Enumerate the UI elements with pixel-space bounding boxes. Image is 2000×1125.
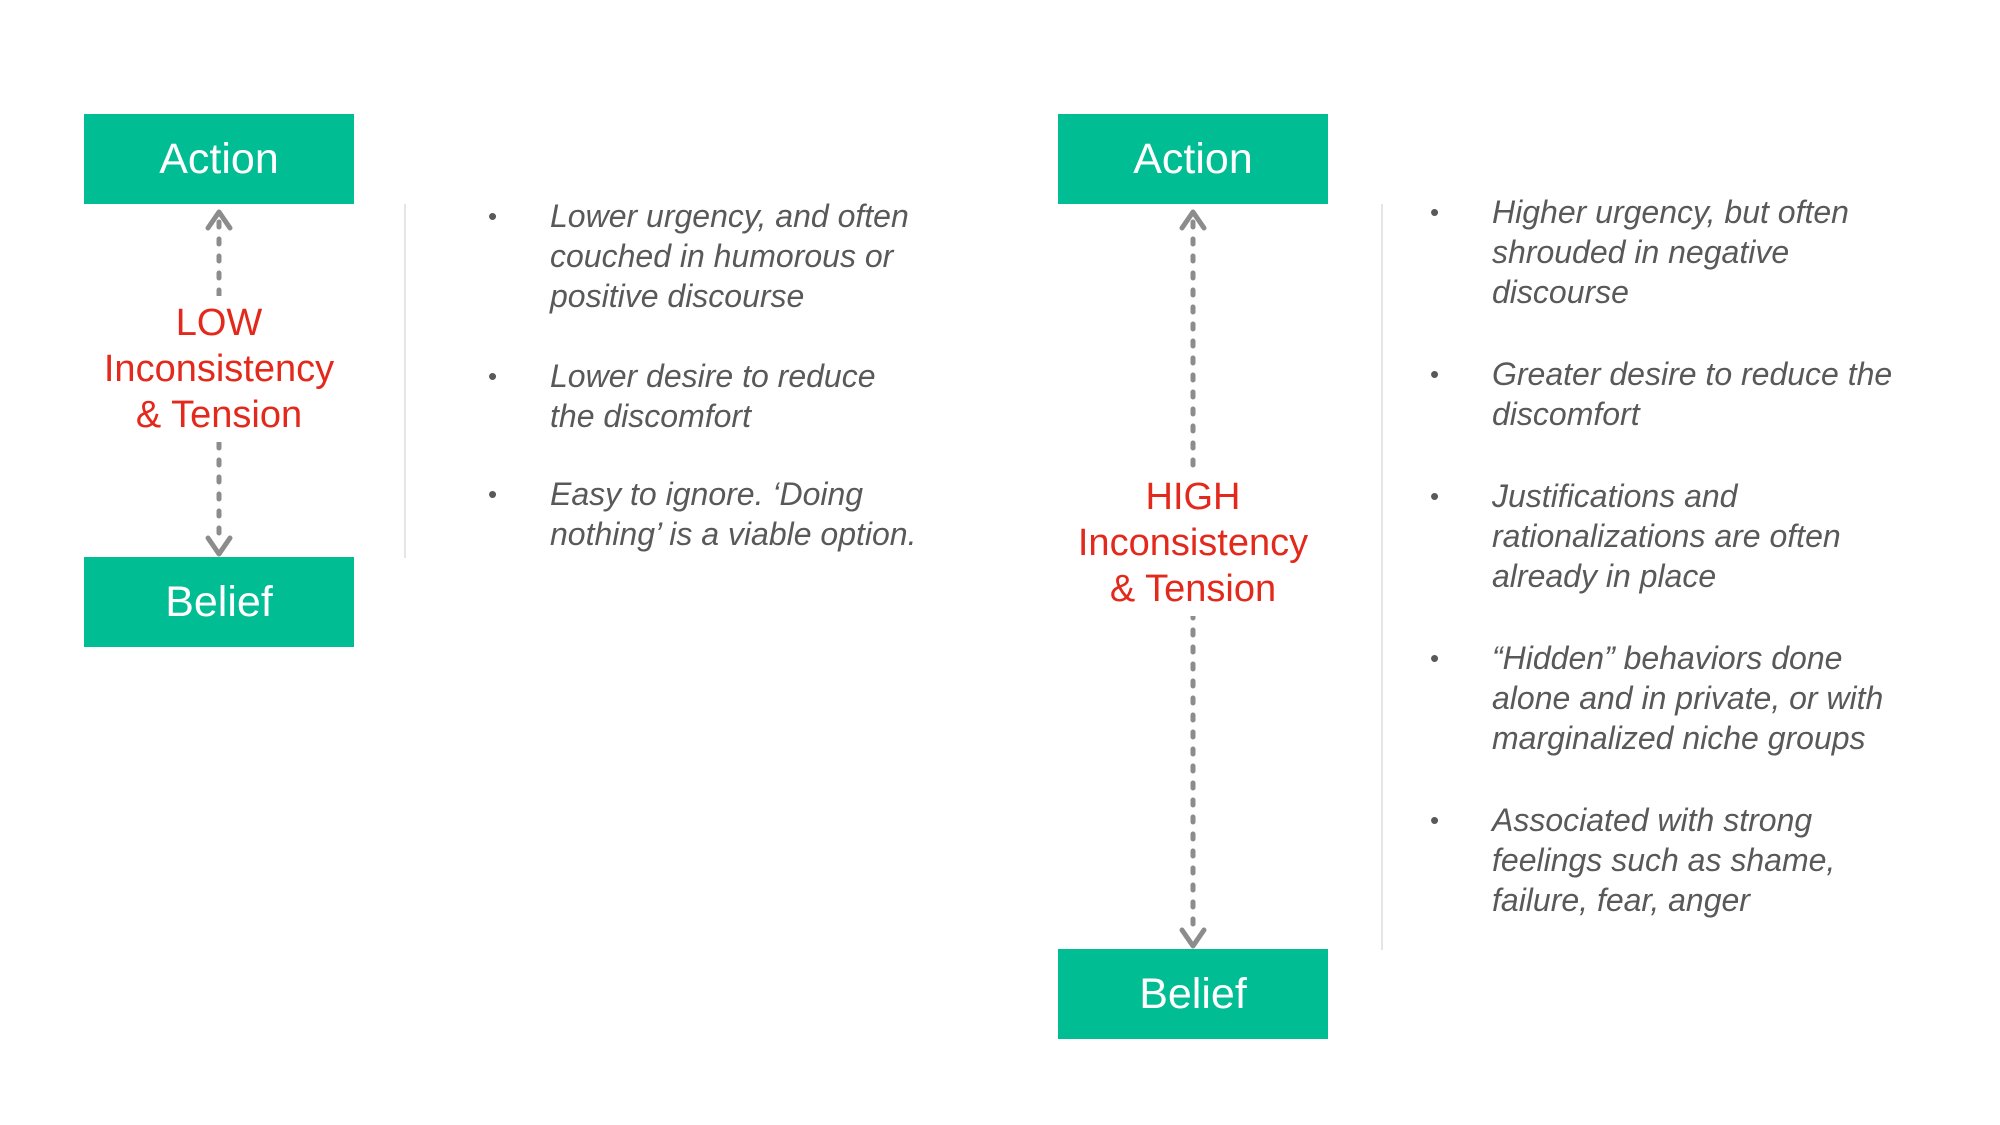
high-bullet-item: • “Hidden” behaviors done alone and in p… [1430,638,1950,758]
bullet-line: rationalizations are often [1492,518,1841,554]
bullet-dot-icon: • [488,479,498,509]
low-tension-label: LOW Inconsistency & Tension [69,296,369,442]
low-bullet-item: • Lower urgency, and often couched in hu… [488,196,968,316]
high-bullet-item: • Greater desire to reduce the discomfor… [1430,354,1950,434]
bullet-line: Lower desire to reduce [550,358,876,394]
low-tension-line-3: & Tension [135,394,303,436]
bullet-dot-icon: • [1430,643,1440,673]
low-action-box: Action [84,114,354,204]
high-action-box: Action [1058,114,1328,204]
bullet-line: marginalized niche groups [1492,720,1866,756]
bullet-dot-icon: • [488,361,498,391]
bullet-line: feelings such as shame, [1492,842,1836,878]
bullet-dot-icon: • [1430,805,1440,835]
bullet-line: couched in humorous or [550,238,894,274]
bullet-line: discourse [1492,274,1629,310]
bullet-line: already in place [1492,558,1717,594]
bullet-line: nothing’ is a viable option. [550,516,917,552]
bullet-line: Justifications and [1492,478,1738,514]
high-belief-box: Belief [1058,949,1328,1039]
low-belief-label: Belief [165,577,273,626]
high-tension-line-3: & Tension [1109,568,1277,610]
low-belief-box: Belief [84,557,354,647]
low-arrowhead-up [205,209,233,231]
bullet-line: Lower urgency, and often [550,198,909,234]
high-bullet-list: • Higher urgency, but often shrouded in … [1430,192,1950,962]
low-tension-line-1: LOW [175,302,263,344]
bullet-line: shrouded in negative [1492,234,1790,270]
bullet-dot-icon: • [1430,359,1440,389]
bullet-line: positive discourse [550,278,805,314]
low-action-label: Action [159,134,279,183]
bullet-dot-icon: • [1430,481,1440,511]
low-arrowhead-down [205,535,233,557]
high-belief-label: Belief [1139,969,1247,1018]
bullet-line: the discomfort [550,398,751,434]
low-bullet-list: • Lower urgency, and often couched in hu… [488,196,968,594]
bullet-dot-icon: • [488,201,498,231]
bullet-line: Higher urgency, but often [1492,194,1849,230]
bullet-line: Easy to ignore. ‘Doing [550,476,864,512]
high-tension-label: HIGH Inconsistency & Tension [1043,470,1343,616]
bullet-line: Greater desire to reduce the [1492,356,1893,392]
high-bullet-item: • Associated with strong feelings such a… [1430,800,1950,920]
high-bullet-item: • Higher urgency, but often shrouded in … [1430,192,1950,312]
low-tension-line-2: Inconsistency [103,348,335,390]
bullet-dot-icon: • [1430,197,1440,227]
high-bullet-item: • Justifications and rationalizations ar… [1430,476,1950,596]
bullet-line: alone and in private, or with [1492,680,1884,716]
bullet-line: discomfort [1492,396,1640,432]
left-divider [404,204,406,558]
high-arrowhead-up [1179,209,1207,231]
low-bullet-item: • Lower desire to reduce the discomfort [488,356,968,436]
bullet-line: “Hidden” behaviors done [1492,640,1843,676]
high-action-label: Action [1133,134,1253,183]
bullet-line: Associated with strong [1492,802,1813,838]
high-arrowhead-down [1179,927,1207,949]
high-tension-line-1: HIGH [1145,476,1241,518]
low-bullet-item: • Easy to ignore. ‘Doing nothing’ is a v… [488,474,968,554]
right-divider [1381,204,1383,950]
high-tension-line-2: Inconsistency [1077,522,1309,564]
bullet-line: failure, fear, anger [1492,882,1750,918]
